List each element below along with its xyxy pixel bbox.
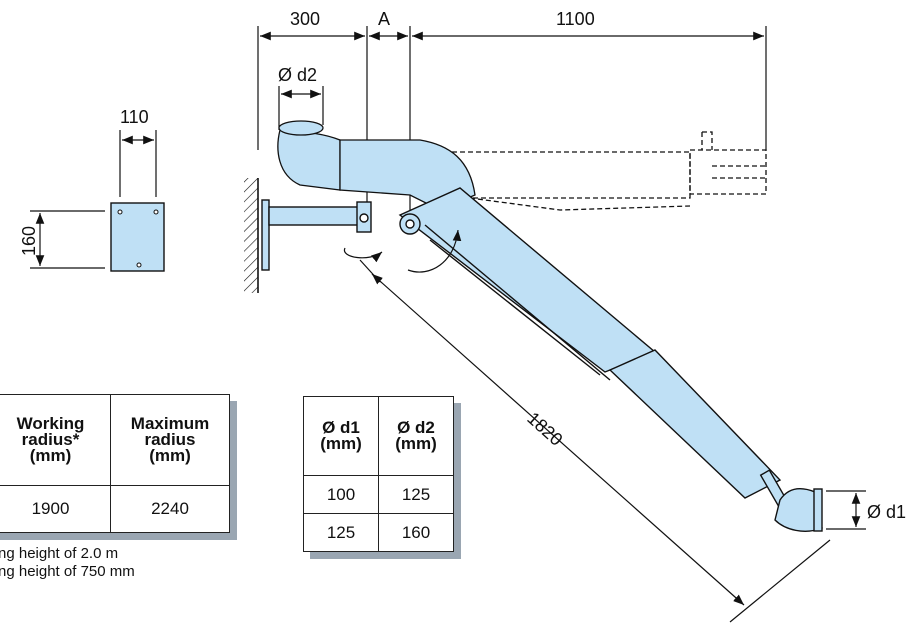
cell-working-radius: 1900 [0,485,111,533]
header-d1: Ø d1 (mm) [303,396,379,476]
cell-d2: 125 [378,475,454,514]
dim-d2 [278,86,324,130]
alternate-position-outline [420,131,767,211]
header-working-radius: Working radius* (mm) [0,394,111,486]
table-row: 1900 2240 [0,485,230,533]
dim-d2-label: Ø d2 [278,65,317,85]
cell-d1: 100 [303,475,379,514]
table-row: 100 125 [303,475,454,514]
dim-110-label: 110 [120,107,149,127]
wall-bracket [261,199,372,271]
dim-300-label: 300 [290,9,320,29]
top-dimensions [257,26,767,225]
table-header-row: Working radius* (mm) Maximum radius (mm) [0,394,230,486]
cell-maximum-radius: 2240 [110,485,230,533]
dim-1820 [359,259,831,623]
header-d2: Ø d2 (mm) [378,396,454,476]
dim-d1 [826,490,866,530]
cell-d2: 160 [378,513,454,552]
dim-1100-label: 1100 [556,9,595,29]
dim-a-label: A [378,9,390,29]
header-maximum-radius: Maximum radius (mm) [110,394,230,486]
wall [244,178,259,293]
table-header-row: Ø d1 (mm) Ø d2 (mm) [303,396,454,476]
flexible-hose-top [277,120,476,211]
diameter-table: Ø d1 (mm) Ø d2 (mm) 100 125 125 160 [303,396,454,552]
radius-table: Working radius* (mm) Maximum radius (mm)… [0,394,230,533]
footnote-line-2: ng height of 750 mm [0,563,135,580]
footnote-line-1: ng height of 2.0 m [0,545,119,562]
wall-plate-view [30,130,165,272]
dim-160-label: 160 [19,226,39,256]
rotation-arrows [344,229,462,273]
dim-d1-label: Ø d1 [867,502,906,522]
cell-d1: 125 [303,513,379,552]
table-row: 125 160 [303,513,454,552]
dim-1820-label: 1820 [523,408,566,450]
hood-nozzle [759,469,823,532]
